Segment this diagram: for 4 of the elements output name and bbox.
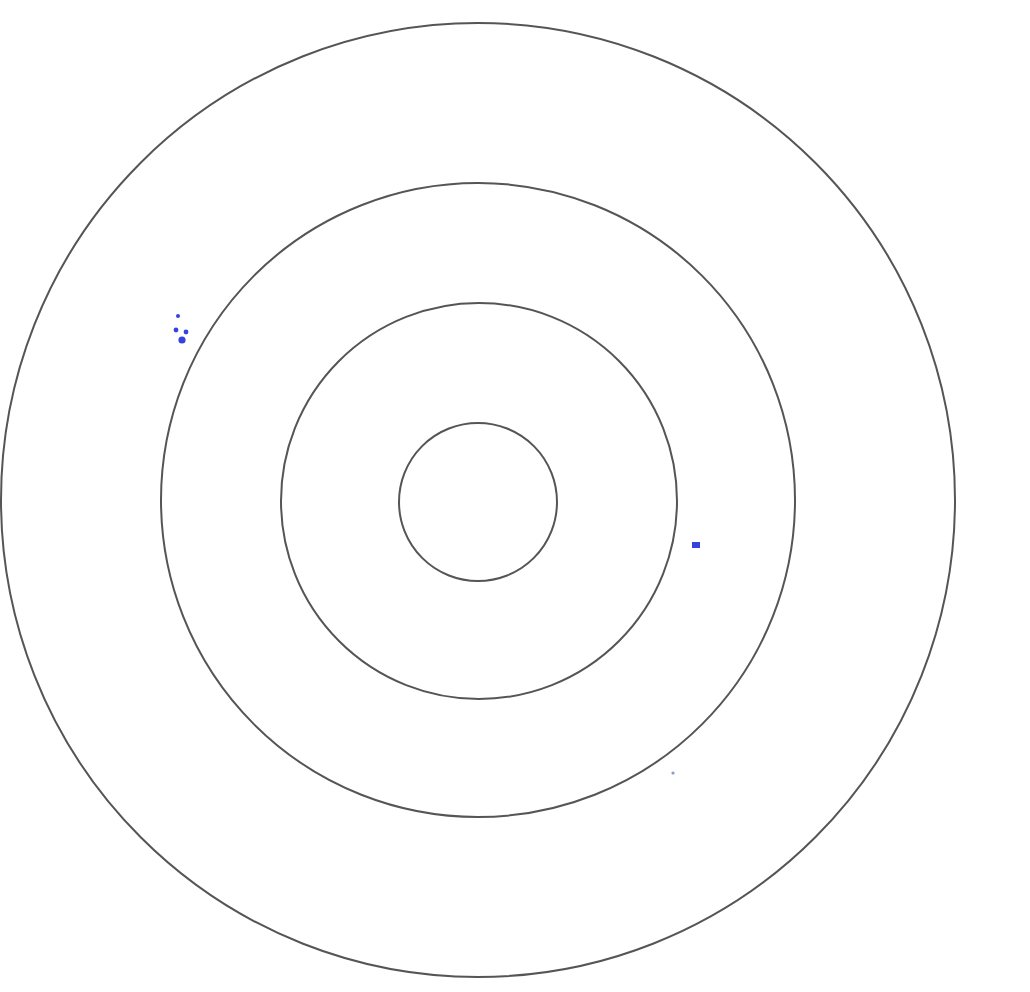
ring-circle — [160, 182, 796, 818]
ring-circle — [280, 302, 678, 700]
ring-circle — [0, 22, 956, 978]
ring-circle — [398, 422, 558, 582]
